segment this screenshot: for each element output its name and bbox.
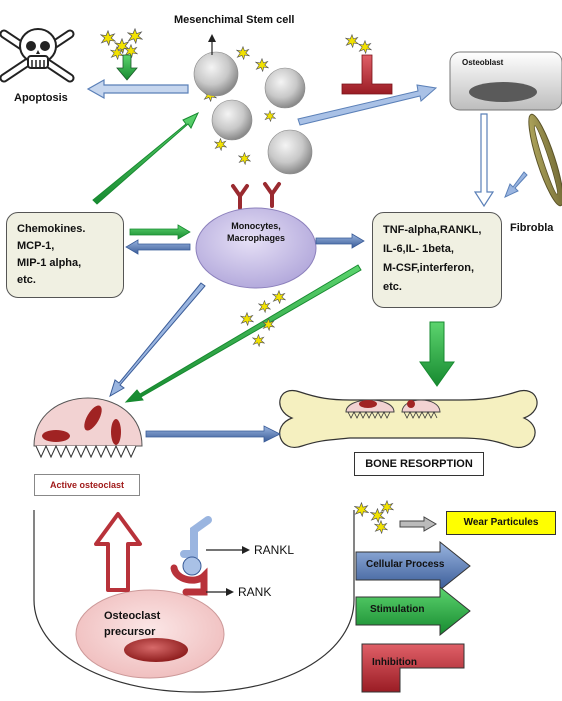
- osteoclast-precursor-label: Osteoclast precursor: [104, 608, 160, 640]
- rank-label: RANK: [238, 585, 272, 599]
- cytokines-line-2: IL-6,IL- 1beta,: [383, 243, 454, 255]
- rankl-pointer-arrow: [206, 546, 250, 554]
- mesenchymal-stem-cells: [193, 51, 313, 175]
- arrow-monocytes-to-osteoclast: [109, 282, 206, 398]
- wear-particles-center: [240, 290, 286, 347]
- chemokines-line-3: MIP-1 alpha,: [17, 257, 82, 269]
- monocyte-macrophage-cell: [195, 207, 317, 289]
- cytokines-line-1: TNF-alpha,RANKL,: [383, 224, 482, 236]
- arrow-msc-to-osteoblast: [297, 84, 438, 126]
- osteoblast-cell: [449, 51, 562, 111]
- arrow-monocytes-to-cytokines: [315, 233, 365, 249]
- arrow-monocytes-to-chemokines: [125, 239, 191, 255]
- arrow-cytokines-to-bone: [419, 321, 455, 387]
- precursor-label-line2: precursor: [104, 626, 156, 638]
- stimulation-arrow-to-msc: [116, 54, 138, 81]
- arrow-msc-to-apoptosis: [86, 78, 189, 100]
- osteoblast-label: Osteoblast: [462, 58, 504, 67]
- legend-inhibition-shape: [361, 643, 465, 693]
- chemokines-line-2: MCP-1,: [17, 240, 55, 252]
- cytokines-line-3: M-CSF,interferon,: [383, 262, 475, 274]
- apoptosis-label: Apoptosis: [14, 92, 68, 104]
- legend-inhibition-label: Inhibition: [372, 657, 417, 668]
- chemokines-box: Chemokines. MCP-1, MIP-1 alpha, etc.: [6, 212, 124, 298]
- arrow-chemokines-to-monocytes: [129, 224, 191, 240]
- chemokines-line-1: Chemokines.: [17, 223, 86, 235]
- rank-rankl-receptor: [170, 516, 212, 596]
- legend-stimulation-label: Stimulation: [370, 604, 425, 615]
- legend-wear-particles-label: Wear Particules: [446, 511, 556, 535]
- legend-cellular-arrow-shape: [355, 540, 471, 592]
- active-osteoclast-cell: [33, 397, 143, 459]
- legend-cellular-process-label: Cellular Process: [366, 559, 445, 570]
- arrow-osteoclast-to-bone: [145, 425, 281, 443]
- osteoclast-on-bone-left: [345, 399, 395, 419]
- monocytes-label-line1: Monocytes,: [231, 221, 281, 231]
- differentiation-up-arrow: [94, 512, 142, 592]
- msc-label: Mesenchimal Stem cell: [174, 14, 295, 26]
- wear-particles-cluster-top: [100, 28, 143, 60]
- arrow-cytokines-to-osteoclast: [124, 264, 362, 403]
- precursor-label-line1: Osteoclast: [104, 610, 161, 622]
- chemokines-line-4: etc.: [17, 274, 36, 286]
- wear-particles-inhibition: [345, 34, 372, 54]
- osteoclast-on-bone-right: [401, 399, 441, 419]
- skull-crossbones-icon: [0, 28, 75, 83]
- osteoclast-precursor-cell: [75, 589, 225, 679]
- legend-stimulation-arrow-shape: [355, 585, 471, 637]
- precursor-region-outline: [33, 510, 355, 693]
- inhibition-symbol-msc: [341, 54, 393, 95]
- bone-resorption-label: BONE RESORPTION: [354, 452, 484, 476]
- legend-wear-particles-icon: [354, 500, 394, 534]
- monocyte-receptors: [231, 182, 281, 210]
- arrow-fibroblast-to-cytokines: [504, 171, 528, 198]
- fibroblast-label: Fibrobla: [510, 222, 554, 234]
- active-osteoclast-label: Active osteoclast: [34, 474, 140, 496]
- arrow-osteoblast-to-cytokines: [473, 113, 495, 208]
- bone-shape: [279, 389, 538, 449]
- cytokines-box: TNF-alpha,RANKL, IL-6,IL- 1beta, M-CSF,i…: [372, 212, 502, 308]
- msc-up-arrow: [208, 34, 216, 55]
- rankl-label: RANKL: [254, 543, 295, 557]
- legend-wear-arrow: [399, 516, 437, 532]
- cytokines-line-4: etc.: [383, 281, 402, 293]
- arrow-chemokines-to-msc: [92, 111, 200, 205]
- monocytes-label-line2: Macrophages: [226, 233, 286, 243]
- monocytes-label: Monocytes, Macrophages: [220, 220, 292, 244]
- rank-pointer-arrow: [206, 588, 234, 596]
- fibroblast-cell: [528, 113, 562, 207]
